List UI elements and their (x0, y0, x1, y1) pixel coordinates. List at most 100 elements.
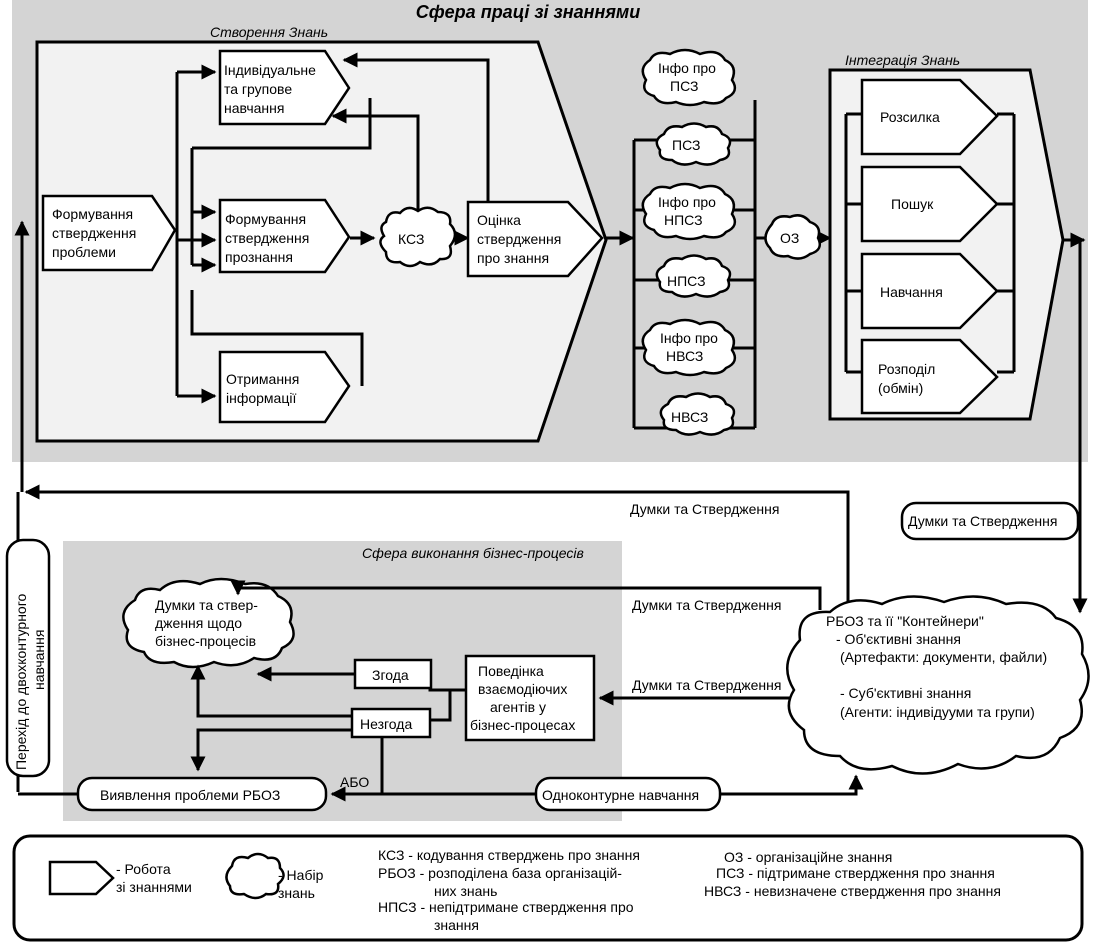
dispatch-label: Розсилка (880, 109, 940, 125)
claim-formulation-label: Формування (225, 211, 306, 227)
bp-cloud-line1: Думки та ствер- (155, 597, 258, 613)
distribution-box (860, 338, 999, 415)
training-label: Навчання (880, 284, 943, 300)
svg-text:про знання: про знання (477, 250, 549, 266)
info-acquisition-label-2: інформації (226, 390, 296, 406)
behavior-line3: агентів у (490, 699, 546, 715)
distribution-label-2: (обмін) (878, 380, 923, 396)
rboz-objective-detail: (Артефакти: документи, файли) (840, 649, 1047, 665)
nvsz-label: НВСЗ (671, 409, 708, 425)
legend-set-icon (225, 852, 285, 900)
problem-detection-box: Виявлення проблеми РБОЗ (76, 776, 328, 812)
legend-work-icon (48, 860, 115, 896)
legend-work-line1: - Робота (116, 861, 171, 877)
thoughts-low-label: Думки та Ствердження (632, 677, 781, 693)
legend-npsz1: НПСЗ - непідтримане ствердження про (378, 899, 634, 915)
info-nvsz-line2: НВСЗ (666, 348, 703, 364)
legend-set-line2: знань (278, 885, 315, 901)
nvsz-cloud: НВСЗ (659, 392, 736, 436)
thoughts-box-label: Думки та Ствердження (908, 513, 1057, 529)
legend-set-line1: - Набір (278, 867, 324, 883)
problem-formulation-label-2: ствердження (52, 225, 136, 241)
svg-text:інформації: інформації (226, 390, 296, 406)
learning-label-3: навчання (224, 100, 284, 116)
rboz-objective: - Об'єктивні знання (836, 631, 961, 647)
svg-text:Розподіл: Розподіл (878, 361, 935, 377)
svg-text:проблеми: проблеми (52, 244, 116, 260)
ksz-label: КСЗ (398, 231, 424, 247)
rboz-subjective: - Суб'єктивні знання (840, 685, 971, 701)
ksz-cloud (379, 206, 457, 268)
disagree-label: Незгода (360, 716, 412, 732)
svg-text:навчання: навчання (224, 100, 284, 116)
claim-formulation-box (218, 198, 351, 274)
behavior-box: Поведінка взаємодіючих агентів у бізнес-… (464, 654, 596, 742)
claim-formulation-label-2: ствердження (225, 230, 309, 246)
legend-box (12, 834, 1084, 942)
info-nvsz-line1: Інфо про (660, 330, 718, 346)
info-npsz-cloud: Інфо про НПСЗ (641, 182, 737, 241)
evaluation-label-3: про знання (477, 250, 549, 266)
thoughts-mid-label: Думки та Ствердження (632, 597, 781, 613)
rboz-cloud (786, 595, 1090, 775)
search-label: Пошук (891, 196, 934, 212)
npsz-cloud: НПСЗ (655, 254, 732, 298)
disagree-box: Незгода (350, 707, 432, 739)
thoughts-box: Думки та Ствердження (900, 501, 1080, 541)
legend-psz: ПСЗ - підтримане ствердження про знання (716, 865, 995, 881)
creation-label: Створення Знань (210, 24, 328, 40)
problem-detection-label: Виявлення проблеми РБОЗ (100, 787, 280, 803)
business-label: Сфера виконання бізнес-процесів (362, 545, 584, 561)
search-box (860, 165, 999, 243)
problem-formulation-label-3: проблеми (52, 244, 116, 260)
legend-oz: ОЗ - організаційне знання (724, 849, 892, 865)
svg-text:ствердження: ствердження (225, 230, 309, 246)
svg-text:Думки та ствер-: Думки та ствер- (155, 597, 258, 613)
legend-npsz2: знання (434, 917, 479, 933)
info-psz-line1: Інфо про (658, 60, 716, 76)
distribution-label: Розподіл (878, 361, 935, 377)
info-npsz-line2: НПСЗ (664, 212, 703, 228)
dispatch-box (860, 78, 999, 156)
svg-text:та групове: та групове (224, 81, 292, 97)
svg-text:(обмін): (обмін) (878, 380, 923, 396)
psz-cloud: ПСЗ (655, 122, 732, 166)
agree-box: Згода (353, 658, 433, 690)
double-loop-line2: навчання (31, 630, 47, 690)
learning-box (218, 49, 351, 126)
legend-nvsz: НВСЗ - невизначене ствердження про знанн… (704, 883, 1001, 899)
svg-text:ствердження: ствердження (477, 231, 561, 247)
single-loop-box: Одноконтурне навчання (534, 776, 722, 812)
legend-ksz: КСЗ - кодування стверджень про знання (378, 847, 640, 863)
behavior-line1: Поведінка (478, 663, 544, 679)
diagram-title: Сфера праці зі знаннями (416, 2, 640, 22)
svg-text:Формування: Формування (52, 206, 133, 222)
info-psz-line2: ПСЗ (670, 78, 698, 94)
evaluation-box (466, 200, 604, 278)
svg-text:дження щодо: дження щодо (155, 615, 242, 631)
psz-label: ПСЗ (672, 137, 700, 153)
integration-label: Інтеграція Знань (845, 52, 960, 68)
behavior-line2: взаємодіючих (478, 681, 567, 697)
bp-cloud-line3: бізнес-процесів (155, 633, 256, 649)
problem-formulation-label: Формування (52, 206, 133, 222)
svg-text:Оцінка: Оцінка (477, 212, 521, 228)
agree-label: Згода (372, 667, 409, 683)
training-box (860, 252, 999, 330)
behavior-line4: бізнес-процесах (470, 717, 575, 733)
evaluation-label-2: ствердження (477, 231, 561, 247)
problem-formulation-box (41, 194, 177, 272)
legend-rboz1: РБОЗ - розподілена база організацій- (378, 865, 622, 881)
bp-cloud-line2: дження щодо (155, 615, 242, 631)
evaluation-label: Оцінка (477, 212, 521, 228)
svg-text:бізнес-процесів: бізнес-процесів (155, 633, 256, 649)
rboz-title: РБОЗ та її "Контейнери" (826, 613, 984, 629)
svg-text:Індивідуальне: Індивідуальне (224, 62, 316, 78)
svg-text:ствердження: ствердження (52, 225, 136, 241)
rboz-subjective-detail: (Агенти: індивідууми та групи) (840, 704, 1035, 720)
oz-cloud: ОЗ (764, 214, 821, 260)
svg-text:Отримання: Отримання (226, 371, 299, 387)
svg-text:прознання: прознання (225, 249, 293, 265)
info-npsz-line1: Інфо про (658, 194, 716, 210)
